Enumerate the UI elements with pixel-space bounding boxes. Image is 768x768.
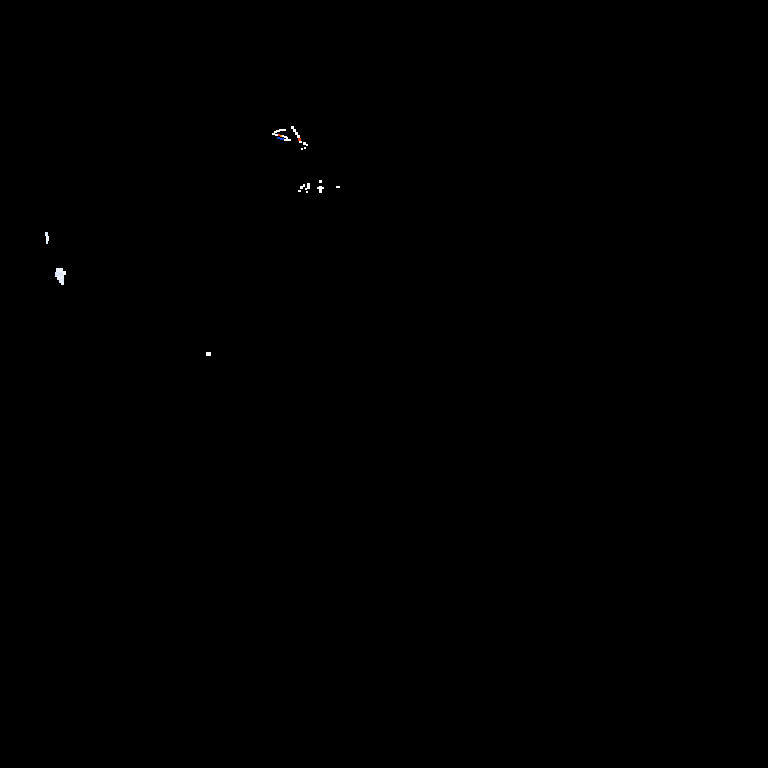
speck-upper bbox=[272, 133, 275, 135]
speck-upper bbox=[303, 142, 306, 145]
speck-left-blob bbox=[55, 272, 64, 277]
speck-upper bbox=[299, 141, 302, 143]
speck-secondary bbox=[306, 191, 308, 193]
speck-upper bbox=[278, 134, 280, 136]
speck-upper bbox=[280, 138, 284, 140]
speck-upper bbox=[276, 130, 280, 132]
speck-secondary bbox=[319, 186, 322, 193]
speck-upper bbox=[298, 138, 301, 141]
speck-upper bbox=[293, 129, 296, 132]
speck-upper bbox=[275, 134, 278, 136]
speck-upper bbox=[284, 136, 287, 138]
speck-upper bbox=[288, 139, 291, 141]
speck-secondary bbox=[322, 187, 324, 189]
speck-left-blob bbox=[57, 276, 64, 280]
speck-secondary bbox=[300, 186, 303, 189]
speck-secondary bbox=[307, 183, 310, 189]
speck-left-blob bbox=[56, 268, 63, 273]
speck-secondary bbox=[298, 190, 301, 192]
speck-secondary bbox=[303, 184, 305, 187]
speck-upper bbox=[297, 135, 300, 138]
speck-upper bbox=[291, 126, 294, 129]
speck-upper bbox=[277, 137, 280, 139]
speck-upper bbox=[280, 135, 282, 137]
speck-upper bbox=[282, 135, 284, 137]
speck-secondary bbox=[319, 180, 322, 183]
speck-upper bbox=[284, 139, 288, 141]
speck-left-blob bbox=[59, 279, 64, 283]
speck-left-blob bbox=[46, 236, 49, 241]
speck-left-blob bbox=[45, 232, 48, 236]
speck-left-blob bbox=[63, 271, 66, 275]
speck-upper bbox=[283, 129, 286, 131]
speck-upper bbox=[286, 137, 288, 139]
speck-upper bbox=[301, 148, 303, 150]
speck-upper bbox=[274, 131, 277, 133]
speck-upper bbox=[279, 129, 284, 131]
speck-lone-dot bbox=[206, 352, 211, 356]
speck-left-blob bbox=[46, 241, 48, 244]
speck-secondary bbox=[317, 187, 319, 189]
speck-left-blob bbox=[61, 282, 64, 285]
speck-secondary bbox=[305, 188, 307, 190]
speck-upper bbox=[304, 147, 306, 149]
speck-upper bbox=[306, 144, 308, 146]
speck-secondary bbox=[336, 186, 340, 188]
speck-upper bbox=[295, 132, 298, 135]
